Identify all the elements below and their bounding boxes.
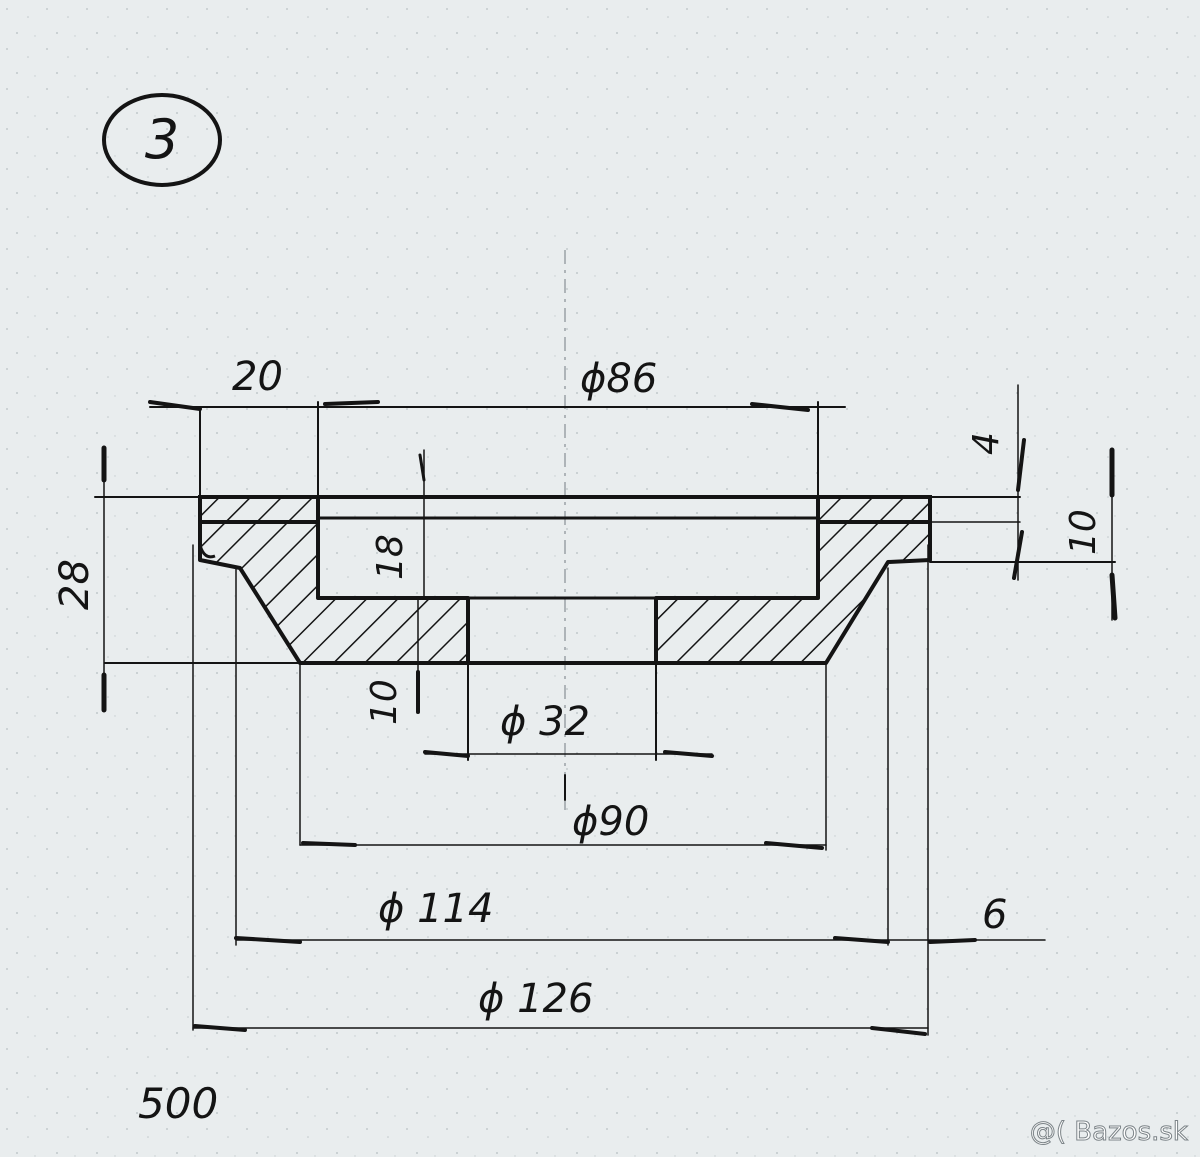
dimension-lines: [94, 384, 1118, 1036]
label-phi86: ϕ86: [580, 356, 657, 402]
label-phi32: ϕ 32: [500, 699, 590, 745]
label-phi114: ϕ 114: [378, 886, 493, 932]
label-10-right: 10: [1063, 509, 1104, 555]
label-18: 18: [370, 534, 411, 580]
sheet-number: 3: [145, 108, 179, 171]
section-top-band-right: [816, 495, 932, 524]
label-phi126: ϕ 126: [478, 976, 593, 1022]
label-28: 28: [52, 559, 98, 610]
part-section: [198, 495, 932, 665]
label-4: 4: [966, 432, 1007, 455]
label-20: 20: [232, 354, 283, 400]
note-500: 500: [138, 1079, 218, 1128]
label-phi90: ϕ90: [572, 799, 649, 845]
label-6: 6: [982, 892, 1007, 938]
dimension-labels: 20 ϕ86 4 10 28 18 10 ϕ 32 ϕ90 ϕ 114 6 ϕ …: [52, 354, 1104, 1022]
label-10-bottom: 10: [364, 679, 405, 725]
sheet-number-circle: [102, 93, 222, 187]
bazos-watermark: @( Bazos.sk: [1030, 1117, 1188, 1147]
section-top-band-left: [198, 495, 320, 524]
